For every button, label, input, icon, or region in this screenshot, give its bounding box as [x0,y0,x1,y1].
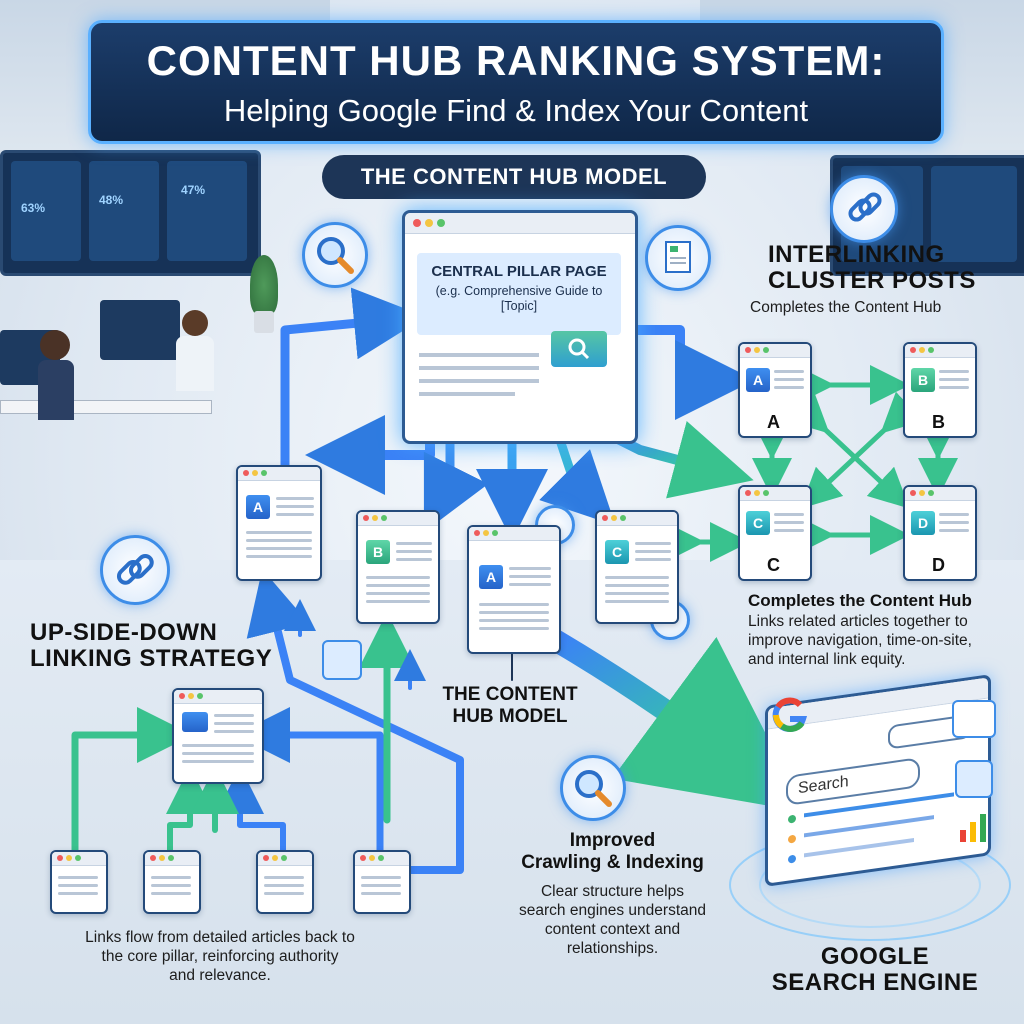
pillar-title-box: CENTRAL PILLAR PAGE (e.g. Comprehensive … [417,253,621,335]
search-small-icon [955,760,993,798]
arrow-pillar-to-b [423,435,489,533]
chain-link-icon [100,535,170,605]
arrow-pillar-to-cluster-a [627,325,755,420]
doc-badge: A [246,495,270,519]
pillar-title: CENTRAL PILLAR PAGE [431,263,607,280]
pillar-subtitle: (e.g. Comprehensive Guide to [Topic] [435,284,603,313]
doc-badge: A [479,565,503,589]
plant [240,255,290,335]
document-google-icon [645,225,711,291]
doc-badge: B [911,368,935,392]
hub-model-caption: THE CONTENT HUB MODEL [442,684,578,727]
chat-bubble-icon [952,700,996,738]
doc-badge: C [605,540,629,564]
link-b-c [800,391,924,509]
dashboard-value: 63% [21,201,46,215]
hierarchy-leaf-doc [256,850,314,914]
google-label: GOOGLE SEARCH ENGINE [771,943,979,996]
interlink-doc-b: B B [903,342,977,438]
google-logo-icon [770,695,810,735]
upside-down-heading: UP-SIDE-DOWN LINKING STRATEGY [30,619,273,672]
pillar-search-button[interactable] [551,331,607,367]
doc-letter: B [932,412,945,432]
upside-down-description: Links flow from detailed articles back t… [85,929,355,984]
crawling-section: Improved Crawling & Indexing Clear struc… [519,830,706,957]
doc-letter: A [767,412,780,432]
hierarchy-leaf-doc [353,850,411,914]
interlinking-heading: INTERLINKING CLUSTER POSTS [768,241,976,294]
doc-letter: D [932,555,945,575]
arrow-bottom-right-up [234,707,384,854]
interlink-doc-d: D D [903,485,977,581]
arrow-left-a-to-pillar [280,287,426,475]
hierarchy-leaf-doc [50,850,108,914]
arrow-mini-2 [216,766,286,853]
search-icon [568,338,590,360]
cluster-doc-left-a: A [236,465,322,581]
arrow-big-loop [246,568,464,874]
title-banner: CONTENT HUB RANKING SYSTEM: Helping Goog… [88,20,944,144]
doc-badge: B [366,540,390,564]
arrow-bottom-left-up [71,707,193,854]
interlinking-subheading: Completes the Content Hub [750,299,942,316]
interlinking-footer: Completes the Content Hub Links related … [748,591,972,668]
dashboard-value: 47% [181,183,206,197]
interlink-doc-a: A A [738,342,812,438]
arrow-hub-to-google [544,629,806,813]
bar-chart-icon [958,812,988,842]
magnifier-icon [302,222,368,288]
crawl-search-icon [560,755,626,821]
upload-icon [322,640,362,680]
doc-badge: A [746,368,770,392]
doc-badge: C [746,511,770,535]
hierarchy-leaf-doc [143,850,201,914]
cluster-doc-center-a: A [467,525,561,654]
link-icon [830,175,898,243]
model-label: THE CONTENT HUB MODEL [322,155,706,199]
dashboard-value: 48% [99,193,124,207]
office-scene [0,300,215,450]
doc-letter: C [767,555,780,575]
arrow-mini-1 [166,766,214,853]
search-input[interactable]: Search [786,757,920,806]
interlink-doc-c: C C [738,485,812,581]
central-pillar-page: CENTRAL PILLAR PAGE (e.g. Comprehensive … [402,210,638,444]
dashboard-wall-left: 63% 47% 48% [0,150,261,276]
title-line-1: CONTENT HUB RANKING SYSTEM: [146,37,886,84]
arrow-pillar-to-c [539,435,616,526]
title-line-2: Helping Google Find & Index Your Content [223,93,809,128]
doc-badge: D [911,511,935,535]
hierarchy-top-doc [172,688,264,784]
cluster-doc-c: C [595,510,679,624]
cluster-doc-b: B [356,510,440,624]
